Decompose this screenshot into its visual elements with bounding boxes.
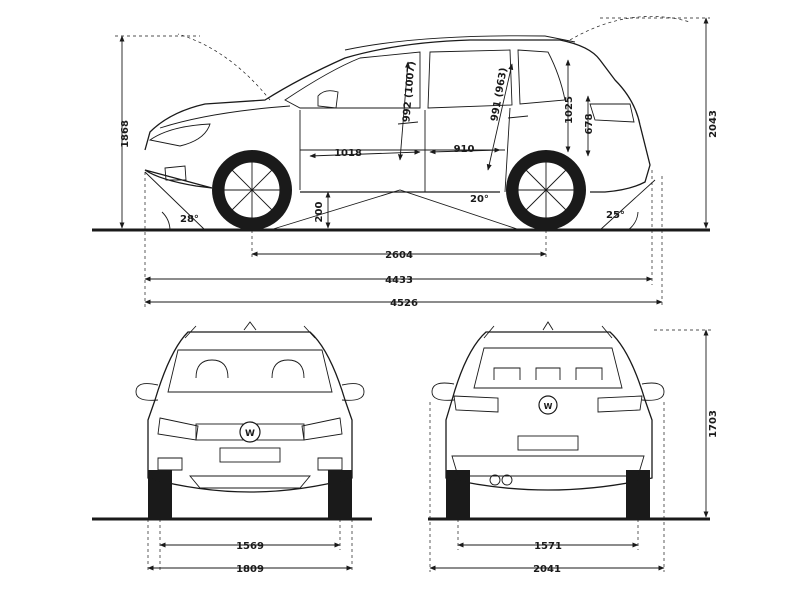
front-windshield xyxy=(167,349,333,393)
side-taillight xyxy=(589,103,635,123)
front-right-tire xyxy=(328,470,352,519)
length-label: 4433 xyxy=(385,275,413,286)
front-body-outline xyxy=(147,331,353,493)
ramp-angle-lines xyxy=(269,189,521,231)
side-body-outline xyxy=(144,39,651,193)
vw-logo-rear-mark: W xyxy=(544,402,553,411)
approach-angle-label: 28° xyxy=(180,214,199,225)
front-seats xyxy=(195,359,305,379)
side-roof-rail xyxy=(344,35,576,51)
rear-track-label: 1571 xyxy=(534,541,562,552)
vw-logo-front-mark: W xyxy=(245,429,255,439)
front-fog-lights xyxy=(157,457,343,471)
open-tailgate-arc xyxy=(569,16,691,41)
front-headroom-label: 992 (1007) xyxy=(401,61,417,123)
side-door-lines xyxy=(299,107,511,193)
wheelbase-label: 2604 xyxy=(385,250,413,261)
front-view: W 1569 1809 xyxy=(92,321,372,575)
side-windows xyxy=(284,49,566,109)
rear-bumper xyxy=(451,455,645,477)
rear-exhaust xyxy=(489,474,513,486)
rear-view: W 1703 1571 2041 xyxy=(428,321,719,575)
front-plate xyxy=(219,447,281,463)
rear-left-tire xyxy=(446,470,470,519)
front-headroom-dim xyxy=(397,61,411,161)
side-fog-light xyxy=(164,165,187,181)
rear-window xyxy=(473,347,623,389)
front-width-label: 1809 xyxy=(236,564,264,575)
rear-legroom-label: 910 xyxy=(454,144,475,155)
front-mirrors xyxy=(135,383,365,401)
vw-logo-rear-icon xyxy=(538,395,558,415)
side-headlight xyxy=(148,123,211,147)
side-mirror xyxy=(317,90,339,109)
side-door-handles xyxy=(397,115,529,125)
side-view: 1868 2043 992 (1007) 991 (963) 1025 678 … xyxy=(92,16,719,309)
side-rear-spokes xyxy=(518,162,574,218)
mirror-width-label: 2041 xyxy=(533,564,561,575)
departure-angle-label: 25° xyxy=(606,210,625,221)
front-legroom-label: 1018 xyxy=(334,148,362,159)
side-front-spokes xyxy=(224,162,280,218)
side-hood-line xyxy=(159,105,291,129)
height-label: 1868 xyxy=(120,120,131,148)
rear-body-outline xyxy=(445,331,653,491)
rear-headroom-label: 991 (963) xyxy=(489,67,509,122)
ramp-angle-label: 20° xyxy=(470,194,489,205)
rear-headrests xyxy=(493,367,603,380)
rear-right-tire xyxy=(626,470,650,519)
tailgate-height-label: 2043 xyxy=(708,110,719,138)
departure-angle-lines xyxy=(599,179,656,231)
rear-roof-rails xyxy=(483,321,613,339)
front-legroom-dim xyxy=(309,149,421,159)
front-left-tire xyxy=(148,470,172,519)
rear-taillights xyxy=(453,395,643,413)
open-hood-arc xyxy=(177,33,271,101)
rear-plate xyxy=(517,435,579,451)
front-track-label: 1569 xyxy=(236,541,264,552)
front-skid-plate xyxy=(189,475,311,489)
approach-angle-lines xyxy=(144,171,206,231)
length-hitch-label: 4526 xyxy=(390,298,418,309)
loading-sill-label: 678 xyxy=(584,114,595,135)
vw-logo-front-icon xyxy=(239,421,261,443)
ground-clearance-label: 200 xyxy=(314,202,325,223)
rear-mirrors xyxy=(431,382,665,401)
rear-height-label: 1703 xyxy=(708,410,719,438)
front-roof-rails xyxy=(184,321,316,339)
rear-legroom-dim xyxy=(429,147,501,155)
cargo-height-label: 1025 xyxy=(564,96,575,124)
